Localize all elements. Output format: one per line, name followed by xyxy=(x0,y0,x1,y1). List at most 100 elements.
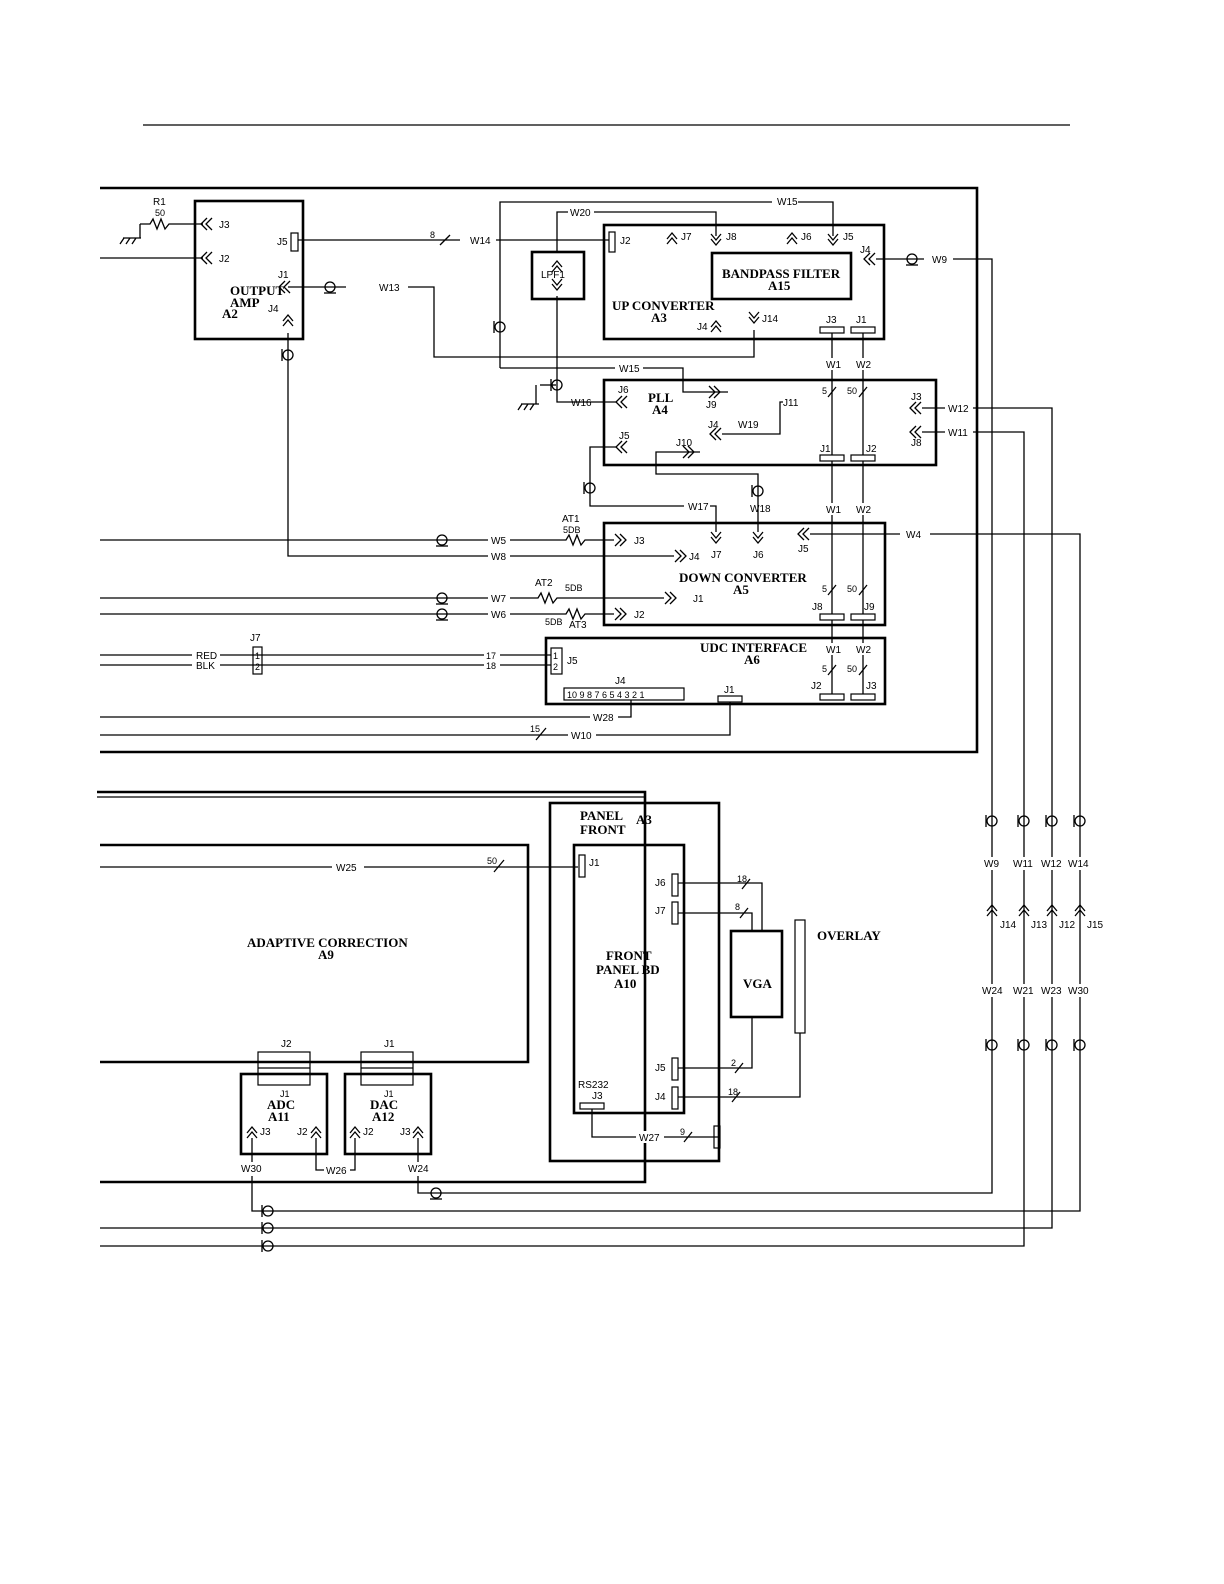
w8-label: W8 xyxy=(491,552,506,563)
w28-label: W28 xyxy=(593,713,614,724)
adc-j1: J1 xyxy=(280,1089,290,1099)
processor-chassis-outline xyxy=(97,790,647,1184)
w1-label-a: W1 xyxy=(826,360,841,371)
bus-j15: J15 xyxy=(1087,920,1104,931)
wire-w10 xyxy=(100,702,731,736)
pll-j6: J6 xyxy=(618,385,629,396)
output-amp-title-2: AMP xyxy=(230,295,260,310)
down-converter-module: DOWN CONVERTER A5 J3 J4 J7 J6 J5 J1 J2 J… xyxy=(602,521,887,627)
wire-j6-vga xyxy=(678,882,763,931)
front-panel-board: FRONT PANEL BD A10 J1 J6 J7 J5 J4 RS232 … xyxy=(572,843,686,1115)
w1-label-b: W1 xyxy=(826,505,841,516)
j7-count: 8 xyxy=(735,902,740,912)
w10-count: 15 xyxy=(530,724,540,734)
w27-label: W27 xyxy=(639,1133,660,1144)
down-converter-j2: J2 xyxy=(634,610,645,621)
w12-label: W12 xyxy=(948,404,969,415)
bandpass-filter-ref: A15 xyxy=(768,278,791,293)
wire-w6 xyxy=(100,607,614,621)
dac-module: J1 DAC A12 J2 J3 xyxy=(343,1051,433,1156)
w1-label-c: W1 xyxy=(826,645,841,656)
down-converter-j5: J5 xyxy=(798,544,809,555)
w4-label: W4 xyxy=(906,530,921,541)
down-converter-j7: J7 xyxy=(711,550,722,561)
pll-module: PLL A4 J6 J9 J11 J4 J5 J10 J3 J8 J1 J2 xyxy=(602,378,938,467)
j7-inline-connector: J7 1 2 xyxy=(250,633,263,675)
up-converter-j8: J8 xyxy=(726,232,737,243)
w2-label-b: W2 xyxy=(856,505,871,516)
wire-j7-vga xyxy=(678,912,753,931)
wire-w28 xyxy=(100,700,632,718)
wire-w19 xyxy=(722,401,783,435)
bus-w9: W9 xyxy=(984,859,999,870)
up-converter-module: UP CONVERTER A3 J2 J7 J8 J6 J5 J4 J4 J14… xyxy=(602,223,886,341)
j6-count: 18 xyxy=(737,874,747,884)
pll-j1: J1 xyxy=(820,444,831,455)
output-amp-title-1: OUTPUT xyxy=(230,283,285,298)
udc-interface-j2: J2 xyxy=(811,681,822,692)
wire-w13 xyxy=(408,286,755,358)
front-panel-title-2: FRONT xyxy=(580,822,626,837)
w15-top-label: W15 xyxy=(777,197,798,208)
w11-label: W11 xyxy=(948,428,968,439)
blk-count: 18 xyxy=(486,661,496,671)
front-panel-bd-j7: J7 xyxy=(655,906,666,917)
front-panel-bd-title-2: PANEL BD xyxy=(596,962,660,977)
at3-label: AT3 xyxy=(569,620,587,631)
pll-j5: J5 xyxy=(619,431,630,442)
wire-w4-bus xyxy=(251,533,1081,1212)
rf-chassis-outline xyxy=(100,186,979,754)
vga-module: VGA xyxy=(729,929,784,1019)
up-converter-j4: J4 xyxy=(697,322,708,333)
r1-label: R1 xyxy=(153,197,166,208)
bus-w12: W12 xyxy=(1041,859,1062,870)
wire-w12 xyxy=(100,407,1053,1229)
dac-j1: J1 xyxy=(384,1089,394,1099)
front-panel-bd-j1: J1 xyxy=(589,858,600,869)
adc-j3: J3 xyxy=(260,1127,271,1138)
pll-j4: J4 xyxy=(708,420,719,431)
at3-value: 5DB xyxy=(545,617,563,627)
pll-j10: J10 xyxy=(676,438,693,449)
bus-w14: W14 xyxy=(1068,859,1089,870)
adc-title: ADC xyxy=(267,1097,295,1112)
w25-count: 50 xyxy=(487,856,497,866)
output-amp-j5: J5 xyxy=(277,237,288,248)
pll-ref: A4 xyxy=(652,402,668,417)
output-amp-j1: J1 xyxy=(278,270,289,281)
wire-w17 xyxy=(589,446,717,532)
front-panel-bd-j3: J3 xyxy=(592,1091,603,1102)
w5-label: W5 xyxy=(491,536,506,547)
output-amp-j4: J4 xyxy=(268,304,279,315)
w14-label: W14 xyxy=(470,236,491,247)
pll-j9: J9 xyxy=(706,400,717,411)
lpf1-module: LPF1 xyxy=(530,250,586,301)
wire-w5 xyxy=(100,533,614,547)
lpf1-label: LPF1 xyxy=(541,270,565,281)
wire-j4-overlay xyxy=(678,1033,801,1098)
w19-label: W19 xyxy=(738,420,759,431)
output-amp-j3: J3 xyxy=(219,220,230,231)
up-converter-j2: J2 xyxy=(620,236,631,247)
bus-w23: W23 xyxy=(1041,986,1062,997)
bus-w30: W30 xyxy=(1068,986,1089,997)
w1-count-a: 5 xyxy=(822,386,827,396)
udc-interface-ref: A6 xyxy=(744,652,760,667)
w13-label: W13 xyxy=(379,283,400,294)
wire-w9-bus xyxy=(417,258,993,1194)
dac-title: DAC xyxy=(370,1097,398,1112)
up-converter-j5: J5 xyxy=(843,232,854,243)
up-converter-j3: J3 xyxy=(826,315,837,326)
overlay-module: OVERLAY xyxy=(794,919,881,1034)
blk-label: BLK xyxy=(196,661,215,672)
w9-label: W9 xyxy=(932,255,947,266)
front-panel-bd-rs232: RS232 xyxy=(578,1080,609,1091)
pll-j11: J11 xyxy=(783,398,799,409)
front-panel-bd-title-1: FRONT xyxy=(606,948,652,963)
w17-label: W17 xyxy=(688,502,709,513)
pll-j2: J2 xyxy=(866,444,877,455)
bus-w21: W21 xyxy=(1013,986,1034,997)
bus-j14: J14 xyxy=(1000,920,1017,931)
w7-label: W7 xyxy=(491,594,506,605)
wire-w7 xyxy=(100,591,664,605)
